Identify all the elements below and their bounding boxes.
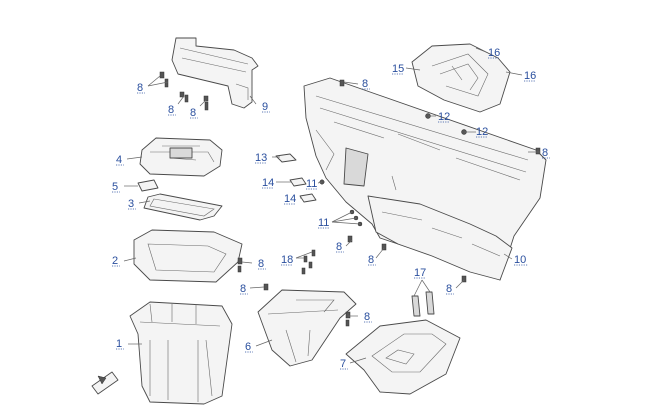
callout-8e: 8	[542, 147, 548, 159]
callout-10: 10	[514, 254, 526, 266]
callout-2: 2	[112, 255, 118, 267]
callout-1: 1	[116, 338, 122, 350]
fasteners-8-panel	[339, 79, 541, 283]
part-10-panel	[303, 77, 547, 281]
callout-18: 18	[281, 254, 293, 266]
part-9-bracket	[171, 37, 259, 109]
part-2-tray	[133, 229, 243, 283]
part-13-pad	[275, 153, 297, 163]
callout-5: 5	[112, 181, 118, 193]
callout-14b: 14	[284, 193, 296, 205]
callout-8f: 8	[258, 258, 264, 270]
part-1-bin	[129, 301, 233, 405]
callout-3: 3	[128, 198, 134, 210]
arrow-icon	[91, 371, 119, 395]
part-14-pads	[289, 177, 317, 203]
part-17-clips	[411, 291, 435, 317]
part-12-nuts	[425, 113, 467, 135]
callout-9: 9	[262, 101, 268, 113]
callout-8h: 8	[364, 311, 370, 323]
part-6-box	[257, 283, 357, 367]
callout-14a: 14	[262, 177, 274, 189]
callout-8k: 8	[446, 283, 452, 295]
callout-15: 15	[392, 63, 404, 75]
callout-11a: 11	[306, 178, 317, 190]
part-3-gasket	[143, 193, 223, 221]
part-15-cover	[411, 43, 511, 113]
callout-6: 6	[245, 341, 251, 353]
callout-13: 13	[255, 152, 267, 164]
callout-8c: 8	[190, 107, 196, 119]
callout-8g: 8	[240, 283, 246, 295]
callout-17: 17	[414, 267, 426, 279]
callout-11b: 11	[318, 217, 329, 229]
part-4-lid	[139, 137, 223, 177]
part-5-strip	[137, 179, 159, 192]
leader-lines	[123, 47, 540, 364]
callout-4: 4	[116, 154, 122, 166]
callout-16a: 16	[488, 47, 500, 59]
fasteners-18	[301, 249, 316, 275]
callout-8d: 8	[362, 78, 368, 90]
callout-8a: 8	[137, 82, 143, 94]
callout-7: 7	[340, 358, 346, 370]
fasteners-9	[159, 71, 209, 111]
callout-16b: 16	[524, 70, 536, 82]
callout-12a: 12	[438, 111, 450, 123]
callout-8i: 8	[336, 241, 342, 253]
part-7-tray	[345, 319, 461, 395]
callout-8b: 8	[168, 104, 174, 116]
callout-8j: 8	[368, 254, 374, 266]
callout-12b: 12	[476, 126, 488, 138]
callout-underlines	[112, 57, 550, 370]
callouts: 1 2 3 4 5 6 7 8 8 8 8 8 8 8 8 8 8 8 9 10…	[112, 47, 548, 370]
